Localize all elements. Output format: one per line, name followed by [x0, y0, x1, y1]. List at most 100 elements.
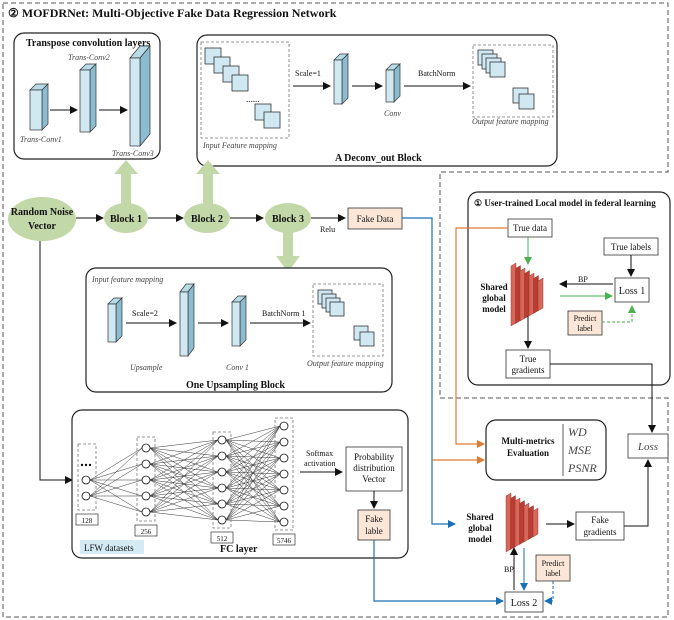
block3: [265, 203, 311, 233]
true-data-label: True data: [513, 223, 547, 233]
model-layer-slice: [514, 497, 521, 548]
fc-layer-title: FC layer: [220, 544, 258, 555]
fc-neuron: [141, 475, 151, 485]
fc-connection: [225, 441, 281, 521]
fc-size-box: [75, 513, 99, 526]
local-predict-box: [567, 310, 603, 336]
loss2-label: Loss 2: [511, 598, 537, 609]
block2: [184, 203, 230, 233]
model-layer-slice: [505, 492, 512, 553]
relu-label: Relu: [320, 225, 335, 234]
trans-conv3-layer: [129, 45, 151, 147]
fc-neuron: [141, 507, 151, 517]
bottom-bp-label: BP: [504, 565, 514, 574]
model-layer-slice: [510, 262, 517, 327]
random-noise-label-1: Random Noise: [11, 207, 74, 218]
loss1-box: [614, 277, 650, 303]
bottom-predict-box: [535, 554, 571, 582]
block2-label: Block 2: [191, 214, 223, 225]
lfw-datasets-badge: [80, 540, 144, 554]
random-noise-vector: [8, 197, 76, 241]
deconv-output-stack: [477, 49, 535, 110]
true-gradients-label-2: gradients: [512, 365, 545, 375]
metric-mse: MSE: [567, 443, 592, 457]
metrics-box: [485, 419, 607, 481]
fc-neuron: [141, 443, 151, 453]
fc-layer-frame: [136, 436, 156, 522]
fc-connection: [225, 425, 281, 473]
model-layer-slice: [528, 505, 534, 540]
fc-neuron: [81, 475, 91, 485]
true-gradients-box: [505, 349, 551, 379]
block1-label: Block 1: [110, 214, 142, 225]
deconv-output-frame: [472, 44, 554, 118]
fc-neuron: [217, 483, 227, 493]
block1: [104, 203, 148, 233]
upsample-output-layer: [179, 282, 195, 358]
local-shared-label-2: global: [482, 293, 506, 303]
random-noise-label-2: Vector: [28, 221, 57, 232]
upsample-input-layer: [107, 297, 123, 343]
fc-connection: [149, 511, 219, 521]
arrow-predict-loss1: [602, 305, 636, 323]
model-layer-slice: [532, 507, 539, 538]
batchnorm1-label: BatchNorm 1: [262, 309, 305, 318]
upsampling-output-stack: [317, 289, 375, 347]
fc-connection: [225, 425, 281, 489]
fc-connection: [149, 487, 219, 513]
deconv-input-frame: [200, 41, 290, 139]
local-shared-label-1: Shared: [480, 282, 507, 292]
arrow-predict-loss2: [544, 581, 554, 605]
bottom-shared-label-3: model: [468, 534, 492, 544]
fc-connection: [225, 425, 281, 521]
arrow-noise-fc: [39, 241, 73, 484]
fc-neuron: [217, 515, 227, 525]
model-layer-slice: [533, 275, 539, 314]
local-model-title: ① User-trained Local model in federal le…: [474, 198, 656, 208]
fake-data-label: Fake Data: [357, 214, 394, 224]
fc-connection: [225, 457, 281, 521]
model-layer-slice: [523, 502, 530, 543]
fc-connection: [89, 495, 143, 513]
fc-connection: [89, 463, 143, 497]
true-gradients-label-1: True: [520, 354, 537, 364]
model-layer-slice: [528, 272, 535, 317]
arrow-truedata-metrics: [455, 227, 508, 448]
fc-layer-frame: [212, 431, 232, 529]
bottom-predict-label-2: label: [545, 569, 561, 578]
fc-connection: [149, 439, 219, 481]
fc-neuron: [217, 499, 227, 509]
loss-label: Loss: [637, 441, 658, 453]
fake-lable-label-1: Fake: [365, 514, 383, 524]
arrow-fakegradients-loss: [624, 459, 652, 527]
loss-box: [627, 433, 669, 459]
fake-gradients-box: [575, 511, 625, 541]
model-layer-slice: [524, 270, 530, 319]
probability-label-3: Vector: [362, 474, 386, 484]
trans-conv2-label: Trans-Conv2: [68, 53, 110, 62]
local-predict-label-2: label: [577, 324, 593, 333]
mofdrnet-title: ② MOFDRNet: Multi-Objective Fake Data Re…: [8, 6, 337, 20]
block3-down-arrow: [276, 232, 300, 272]
fake-gradients-label-1: Fake: [591, 515, 609, 525]
fc-neuron: [217, 467, 227, 477]
deconv-out-box: [196, 34, 558, 167]
model-layer-slice: [519, 500, 525, 545]
true-labels-label: True labels: [611, 242, 651, 252]
transpose-conv-title: Transpose convolution layers: [26, 38, 150, 49]
upsampling-title: One Upsampling Block: [186, 380, 285, 391]
loss1-label: Loss 1: [619, 286, 645, 297]
fc-neuron: [81, 491, 91, 501]
arrow-truegradients-loss: [550, 363, 656, 433]
fc-connection: [225, 473, 281, 521]
softmax-label-2: activation: [304, 459, 336, 468]
metrics-label-2: Evaluation: [507, 448, 549, 458]
local-shared-model: [510, 262, 544, 327]
fc-connection: [89, 447, 143, 497]
fc-neuron: [279, 421, 289, 431]
model-layer-slice: [515, 265, 521, 324]
deconv-conv-layer-2: [385, 63, 401, 103]
local-predict-label-1: Predict: [574, 314, 597, 323]
